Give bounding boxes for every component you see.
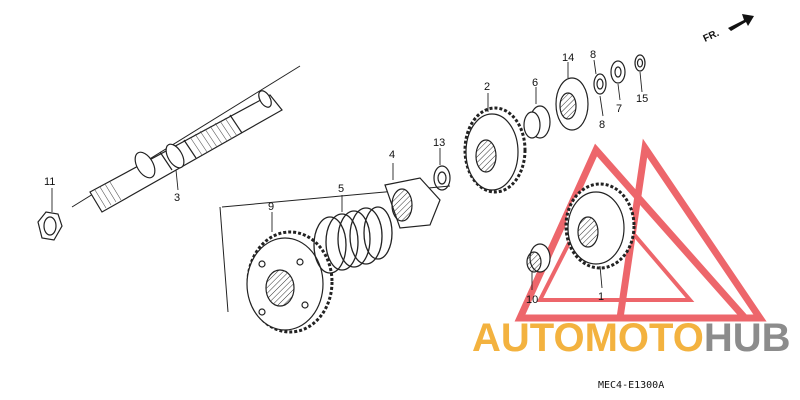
washer-part-13 <box>433 165 451 191</box>
label-8-bottom: 8 <box>599 119 605 131</box>
watermark-logo: AUTOMOTOHUB <box>472 316 791 360</box>
ring-part-8 <box>593 73 607 95</box>
bearing-part-14 <box>555 77 589 131</box>
gear-part-2 <box>463 106 527 194</box>
main-shaft <box>89 90 283 213</box>
ring-part-7 <box>610 60 626 84</box>
label-1: 1 <box>598 291 604 303</box>
collar-part-6 <box>523 105 551 139</box>
label-4: 4 <box>389 149 395 161</box>
gear-part-9 <box>246 230 334 334</box>
label-7: 7 <box>616 103 622 115</box>
label-9: 9 <box>268 201 274 213</box>
diagram-code: MEC4-E1300A <box>598 380 664 391</box>
bushing-part-10 <box>526 243 551 273</box>
nut-part-11 <box>37 211 63 241</box>
watermark-triangle <box>514 138 767 322</box>
gear-part-1 <box>564 182 636 270</box>
dog-part-4 <box>384 177 441 229</box>
part-labels: 1 2 3 4 5 6 7 8 8 9 10 11 13 14 15 <box>44 49 648 306</box>
label-10: 10 <box>526 294 538 306</box>
label-11: 11 <box>44 176 55 188</box>
label-14: 14 <box>562 52 574 64</box>
ring-part-15 <box>634 54 646 72</box>
watermark-auto: AUTOMOTOHUB <box>472 316 791 360</box>
label-8-top: 8 <box>590 49 596 61</box>
label-3: 3 <box>174 192 180 204</box>
label-13: 13 <box>433 137 445 149</box>
front-label: FR. <box>702 28 721 45</box>
spring-part-5 <box>313 206 393 274</box>
front-arrow-icon <box>728 14 754 31</box>
label-5: 5 <box>338 183 344 195</box>
front-direction-indicator: FR. <box>702 14 754 45</box>
label-2: 2 <box>484 81 490 93</box>
label-15: 15 <box>636 93 648 105</box>
label-6: 6 <box>532 77 538 89</box>
leader-lines <box>51 59 643 290</box>
